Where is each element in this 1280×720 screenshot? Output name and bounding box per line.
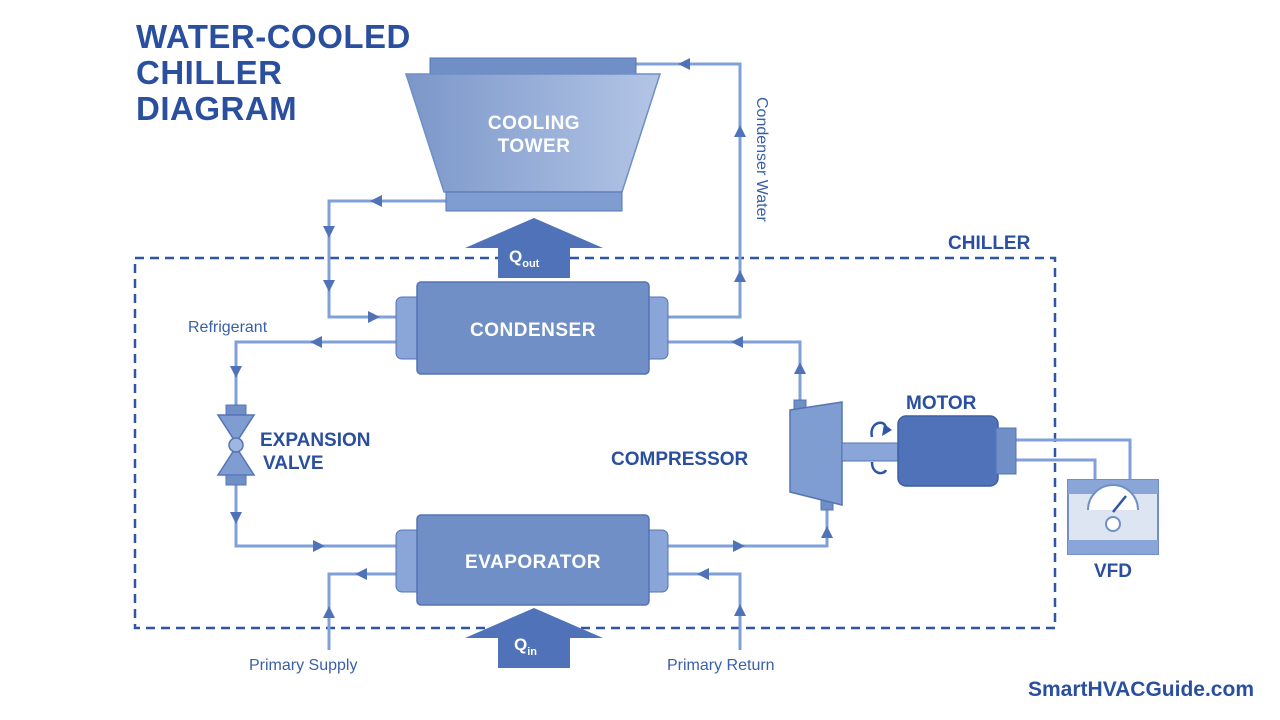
valve-ball bbox=[228, 437, 244, 453]
cooling-tower-basin bbox=[445, 191, 623, 212]
primary-supply-label: Primary Supply bbox=[249, 657, 357, 674]
evaporator-right-head bbox=[647, 529, 669, 593]
arrow-icon bbox=[310, 336, 322, 348]
title-line-3: DIAGRAM bbox=[136, 90, 297, 127]
pipes bbox=[234, 62, 1132, 650]
arrow-icon bbox=[734, 604, 746, 616]
title-line-2: CHILLER bbox=[136, 54, 283, 91]
arrow-icon bbox=[323, 606, 335, 618]
rotation-arrow-icon bbox=[870, 421, 892, 475]
suction-line bbox=[662, 510, 829, 548]
vfd-gauge-icon bbox=[1087, 484, 1139, 511]
arrow-icon bbox=[697, 568, 709, 580]
arrow-icon bbox=[794, 362, 806, 374]
drive-shaft bbox=[841, 442, 901, 462]
arrow-icon bbox=[355, 568, 367, 580]
motor-end-cap bbox=[995, 427, 1017, 475]
compressor-label: COMPRESSOR bbox=[611, 449, 749, 470]
arrow-icon bbox=[370, 195, 382, 207]
motor-body bbox=[897, 415, 999, 487]
vfd-wire-top bbox=[1015, 438, 1132, 480]
condenser-left-head bbox=[395, 296, 419, 360]
refrigerant-liquid-line bbox=[234, 340, 402, 405]
arrow-icon bbox=[323, 226, 335, 238]
brand-watermark: SmartHVACGuide.com bbox=[1028, 678, 1254, 701]
condenser-label: CONDENSER bbox=[470, 320, 596, 341]
evaporator-shell bbox=[416, 514, 650, 606]
arrow-icon bbox=[734, 270, 746, 282]
vfd-knob-icon bbox=[1105, 516, 1121, 532]
arrow-icon bbox=[821, 526, 833, 538]
q-out-label: Qout bbox=[509, 247, 540, 270]
vfd: VFD bbox=[1067, 479, 1159, 582]
refrigerant-label: Refrigerant bbox=[188, 319, 268, 336]
refrigerant-to-evaporator-line bbox=[234, 485, 402, 548]
arrow-icon bbox=[731, 336, 743, 348]
vfd-needle-icon bbox=[1112, 495, 1127, 513]
vfd-label: VFD bbox=[1094, 561, 1132, 582]
motor: MOTOR bbox=[897, 393, 1017, 487]
q-in-label: Qin bbox=[514, 635, 537, 658]
valve-cap-top bbox=[225, 404, 247, 416]
chiller-label: CHILLER bbox=[948, 233, 1031, 254]
arrow-icon bbox=[230, 366, 242, 378]
expansion-valve-label-2: VALVE bbox=[263, 453, 324, 474]
arrow-icon bbox=[313, 540, 325, 552]
condenser: CONDENSER bbox=[395, 281, 669, 375]
cooling-tower: COOLING TOWER bbox=[404, 57, 662, 212]
q-out-arrow: Qout bbox=[465, 218, 603, 278]
expansion-valve: EXPANSION VALVE bbox=[216, 404, 371, 486]
condenser-right-head bbox=[647, 296, 669, 360]
condenser-water-supply-pipe bbox=[327, 199, 446, 319]
compressor: COMPRESSOR bbox=[611, 399, 843, 511]
compressor-body bbox=[789, 401, 843, 506]
cooling-tower-top bbox=[429, 57, 637, 75]
diagram-title: WATER-COOLED CHILLER DIAGRAM bbox=[136, 18, 411, 127]
primary-supply-pipe bbox=[327, 572, 402, 650]
flow-arrows bbox=[230, 58, 833, 618]
evaporator: EVAPORATOR bbox=[395, 514, 669, 606]
arrow-icon bbox=[733, 540, 745, 552]
evaporator-left-head bbox=[395, 529, 419, 593]
heat-out-arrow-icon bbox=[465, 218, 603, 278]
arrow-icon bbox=[734, 125, 746, 137]
primary-return-label: Primary Return bbox=[667, 657, 775, 674]
arrow-icon bbox=[678, 58, 690, 70]
arrow-icon bbox=[323, 280, 335, 292]
discharge-line bbox=[662, 340, 802, 400]
condenser-shell bbox=[416, 281, 650, 375]
motor-label: MOTOR bbox=[906, 393, 977, 414]
title-line-1: WATER-COOLED bbox=[136, 18, 411, 55]
valve-cap-bottom bbox=[225, 474, 247, 486]
condenser-water-label: Condenser Water bbox=[753, 97, 770, 222]
vfd-wire-bottom bbox=[1015, 458, 1097, 480]
expansion-valve-label-1: EXPANSION bbox=[260, 430, 371, 451]
heat-in-arrow-icon bbox=[465, 608, 603, 668]
vfd-bottom-band bbox=[1068, 540, 1158, 554]
arrow-icon bbox=[368, 311, 380, 323]
primary-return-pipe bbox=[662, 572, 742, 650]
arrow-icon bbox=[230, 512, 242, 524]
valve-upper-cone bbox=[216, 414, 256, 445]
cooling-tower-label-2: TOWER bbox=[498, 136, 571, 157]
q-in-arrow: Qin bbox=[465, 608, 603, 668]
evaporator-label: EVAPORATOR bbox=[465, 552, 601, 573]
cooling-tower-label-1: COOLING bbox=[488, 113, 580, 134]
